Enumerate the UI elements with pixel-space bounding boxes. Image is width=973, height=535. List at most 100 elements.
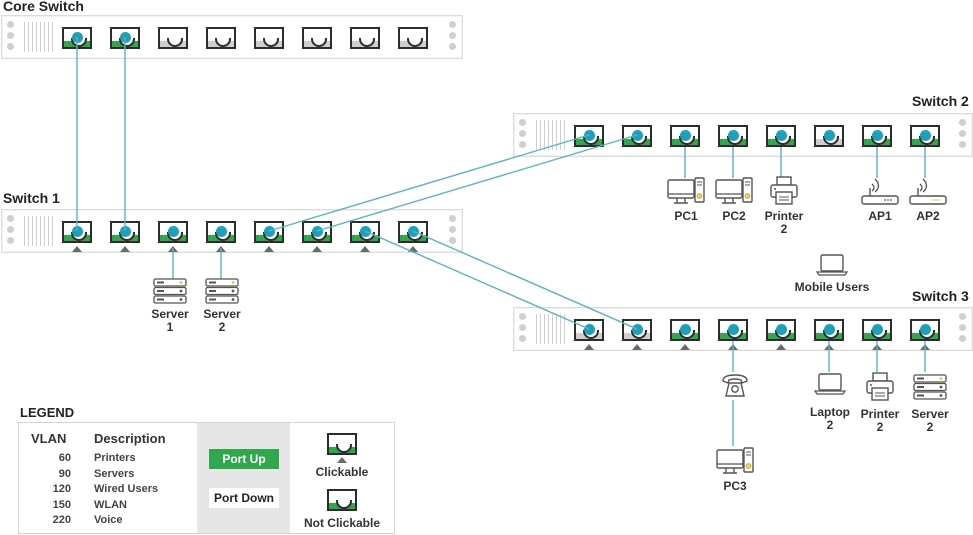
access-point-icon	[861, 178, 899, 205]
rack-vents	[536, 314, 566, 344]
legend-title: LEGEND	[20, 405, 75, 420]
sw3-port-1[interactable]	[574, 319, 604, 341]
link-dot-icon	[632, 324, 643, 335]
core-port-8	[398, 27, 428, 49]
switch2-label: Switch 2	[912, 93, 969, 109]
rack-screws	[959, 313, 967, 346]
pc3: PC3	[713, 446, 757, 493]
port-jack	[407, 38, 423, 47]
vlan-id: 220	[52, 514, 71, 526]
sw1-port-4[interactable]	[206, 221, 236, 243]
rack-screws	[7, 215, 15, 248]
link-dot-icon	[920, 324, 931, 335]
core-switch	[1, 15, 463, 59]
printer-icon	[866, 372, 894, 401]
sw3-port-2[interactable]	[622, 319, 652, 341]
port-jack	[311, 38, 327, 47]
sw2-port-7	[862, 125, 892, 147]
description-header: Description	[94, 431, 166, 446]
server-1: Server 1	[150, 278, 190, 334]
clickable-label: Clickable	[315, 465, 369, 479]
link-dot-icon	[728, 324, 739, 335]
link-dot-icon	[728, 130, 739, 141]
cable-sw1-sw3	[412, 230, 638, 330]
ap2-name: AP2	[916, 209, 940, 223]
sw3-port-4[interactable]	[718, 319, 748, 341]
link-dot-icon	[872, 130, 883, 141]
port-state-legend: Port Up Port Down	[197, 423, 290, 533]
pc-icon	[667, 177, 705, 204]
rack-screws	[519, 119, 527, 152]
server-2-name: Server	[203, 307, 241, 321]
clickable-legend: Clickable Not Clickable	[290, 423, 394, 533]
sw2-port-2	[622, 125, 652, 147]
ap2: AP2	[906, 176, 950, 223]
server-1-name: Server	[151, 307, 189, 321]
link-dot-icon	[824, 130, 835, 141]
pc1-name: PC1	[674, 209, 698, 223]
server-icon	[205, 278, 239, 304]
sw3-port-6[interactable]	[814, 319, 844, 341]
vlan-description: Wired Users	[94, 483, 159, 495]
rack-vents	[24, 216, 54, 246]
printer-2-sw3: Printer 2	[856, 370, 904, 434]
vlan-id: 120	[52, 483, 71, 495]
link-dot-icon	[72, 226, 83, 237]
vlan-header: VLAN	[31, 431, 67, 446]
pc2-name: PC2	[722, 209, 746, 223]
port-up-swatch: Port Up	[209, 449, 279, 469]
vlan-id: 150	[52, 498, 71, 511]
link-dot-icon	[920, 130, 931, 141]
clickable-port-sample	[327, 433, 357, 455]
pc3-name: PC3	[723, 479, 747, 493]
printer-2b-number: 2	[876, 420, 884, 434]
cable-sw1-sw2	[268, 134, 590, 232]
link-dot-icon	[680, 324, 691, 335]
server-icon	[153, 278, 187, 304]
vlan-id: 90	[58, 467, 71, 480]
clickable-indicator-icon	[120, 246, 130, 252]
core-port-3	[158, 27, 188, 49]
link-dot-icon	[632, 130, 643, 141]
link-dot-icon	[168, 226, 179, 237]
sw3-port-7[interactable]	[862, 319, 892, 341]
port-jack	[167, 38, 183, 47]
sw3-port-5[interactable]	[766, 319, 796, 341]
rack-vents	[24, 22, 54, 52]
core-port-4	[206, 27, 236, 49]
pc1: PC1	[664, 176, 708, 223]
phone-icon	[722, 374, 748, 397]
not-clickable-label: Not Clickable	[303, 516, 381, 530]
printer-2-sw2: Printer 2	[760, 176, 808, 236]
switch1-label: Switch 1	[3, 190, 60, 206]
core-switch-label: Core Switch	[3, 0, 84, 14]
link-dot-icon	[680, 130, 691, 141]
server-2b-name: Server	[911, 407, 949, 421]
laptop-icon	[814, 373, 846, 395]
port-jack	[263, 38, 279, 47]
server-2-sw3: Server 2	[906, 374, 954, 434]
sw3-port-3[interactable]	[670, 319, 700, 341]
clickable-indicator-icon	[72, 246, 82, 252]
clickable-indicator-icon	[312, 246, 322, 252]
sw1-port-3[interactable]	[158, 221, 188, 243]
sw2-port-6	[814, 125, 844, 147]
access-point-icon	[909, 178, 947, 205]
laptop-2-name: Laptop	[810, 405, 850, 419]
vlan-description: Printers	[94, 452, 136, 464]
clickable-indicator-icon	[264, 246, 274, 252]
sw2-port-5	[766, 125, 796, 147]
sw2-port-3	[670, 125, 700, 147]
core-port-5	[254, 27, 284, 49]
sw3-port-8[interactable]	[910, 319, 940, 341]
port-jack	[359, 38, 375, 47]
server-2: Server 2	[202, 278, 242, 334]
laptop-icon	[816, 254, 848, 276]
ip-phone	[715, 372, 755, 402]
vlan-description: Voice	[94, 514, 123, 526]
link-dot-icon	[216, 226, 227, 237]
rack-screws	[519, 313, 527, 346]
cable-sw1-sw2	[316, 134, 638, 232]
